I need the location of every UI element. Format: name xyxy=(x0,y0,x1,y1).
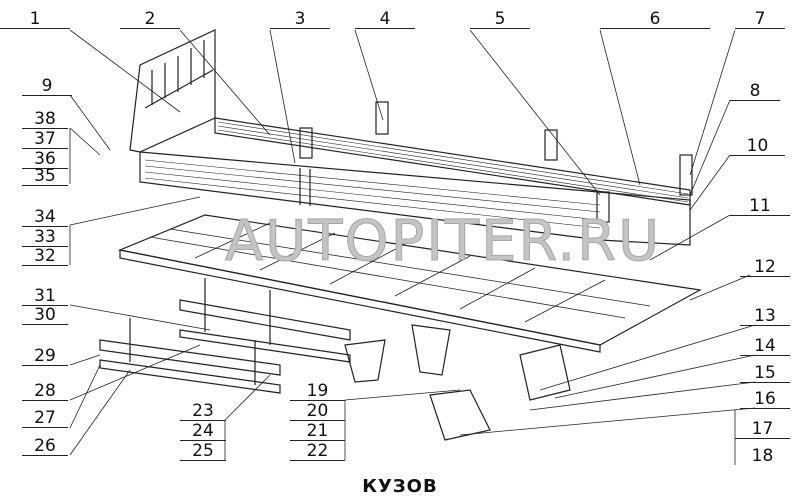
callout-21: 21 xyxy=(290,422,345,441)
callout-35: 35 xyxy=(22,167,68,186)
front-side-board xyxy=(139,151,691,246)
callout-31: 31 xyxy=(22,287,68,306)
callout-26: 26 xyxy=(22,437,68,456)
callout-28: 28 xyxy=(22,382,68,401)
callout-2: 2 xyxy=(120,10,180,29)
brackets xyxy=(344,324,571,441)
callout-16: 16 xyxy=(740,390,790,409)
callout-30: 30 xyxy=(22,306,68,325)
watermark: AUTOPITER.RU xyxy=(224,209,662,274)
callout-7: 7 xyxy=(735,10,785,29)
callout-14: 14 xyxy=(740,337,790,356)
leader-lines xyxy=(69,29,756,465)
callout-5: 5 xyxy=(470,10,530,29)
callout-10: 10 xyxy=(730,137,785,156)
callout-13: 13 xyxy=(740,307,790,326)
callout-18: 18 xyxy=(751,446,774,466)
callout-36: 36 xyxy=(22,150,68,169)
callout-32: 32 xyxy=(22,247,68,266)
callout-9: 9 xyxy=(22,77,72,96)
callout-17: 17 xyxy=(735,420,790,439)
callout-25: 25 xyxy=(180,442,226,461)
floor-frame xyxy=(117,214,702,353)
callout-24: 24 xyxy=(180,422,226,441)
callout-20: 20 xyxy=(290,402,345,421)
callout-15: 15 xyxy=(740,364,790,383)
callout-23: 23 xyxy=(180,402,226,421)
callout-19: 19 xyxy=(290,382,345,401)
callout-12: 12 xyxy=(740,258,790,277)
callout-4: 4 xyxy=(355,10,415,29)
callout-34: 34 xyxy=(22,208,68,227)
diagram-title: КУЗОВ xyxy=(362,476,438,497)
callout-6: 6 xyxy=(600,10,710,29)
callout-8: 8 xyxy=(730,82,780,101)
callout-1: 1 xyxy=(0,10,70,29)
rear-side-board xyxy=(214,101,693,223)
callout-22: 22 xyxy=(290,442,345,461)
callout-11: 11 xyxy=(730,197,790,216)
callout-29: 29 xyxy=(22,347,68,366)
callout-38: 38 xyxy=(22,110,68,129)
side-guard xyxy=(99,278,351,394)
callout-33: 33 xyxy=(22,228,68,247)
front-board xyxy=(129,29,216,153)
callout-27: 27 xyxy=(22,409,68,428)
callout-3: 3 xyxy=(270,10,330,29)
callout-37: 37 xyxy=(22,130,68,149)
